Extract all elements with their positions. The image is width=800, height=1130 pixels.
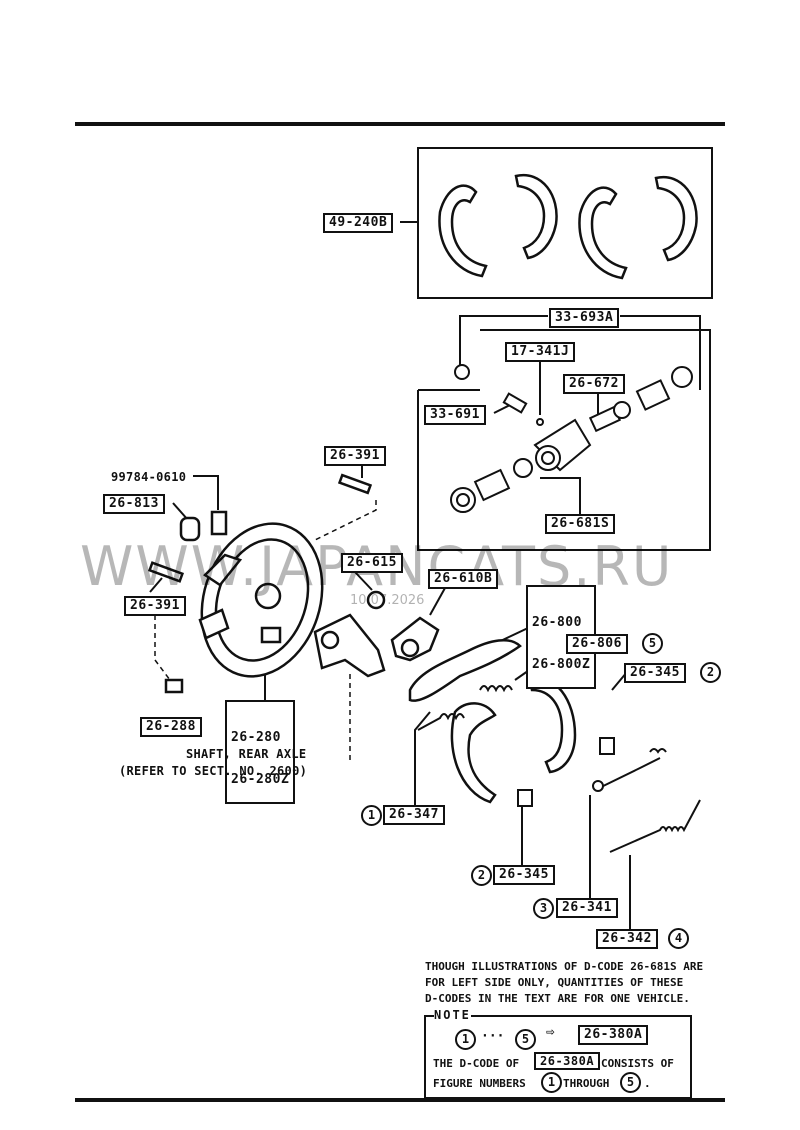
callout-26-345-top[interactable]: 26-345 (624, 663, 686, 683)
label-refer-sect: (REFER TO SECT. NO. 2600) (119, 764, 308, 778)
axle-shaft (313, 613, 386, 678)
note-figure-through: THROUGH (563, 1077, 610, 1090)
cylinder-boot-right (671, 366, 693, 388)
note-consists-a: THE D-CODE OF (433, 1057, 520, 1070)
brake-shoe-kit-frame (417, 147, 713, 299)
bolt-99784 (210, 510, 228, 536)
figure-number-4-342: 4 (668, 928, 689, 949)
callout-26-800-line2: 26-800Z (532, 657, 591, 672)
note-range-from: 1 (455, 1029, 476, 1050)
callout-26-813[interactable]: 26-813 (103, 494, 165, 514)
kit-shoe-3 (578, 186, 628, 280)
note-box (424, 1015, 692, 1099)
note-figure-to: 5 (620, 1072, 641, 1093)
note-figure-a: FIGURE NUMBERS (433, 1077, 526, 1090)
note-range-to: 5 (515, 1029, 536, 1050)
front-shoe (528, 677, 577, 774)
watermark-date: 10.07.2026 (350, 593, 425, 608)
cylinder-piston-left (473, 468, 511, 502)
note-line-3: D-CODES IN THE TEXT ARE FOR ONE VEHICLE. (425, 992, 690, 1005)
label-shaft-rear-axle: SHAFT, REAR AXLE (186, 747, 307, 761)
note-figure-from: 1 (541, 1072, 562, 1093)
spring-26-806 (479, 685, 513, 693)
parking-lever-26-800 (408, 638, 522, 702)
ball (536, 418, 544, 426)
figure-number-5-806: 5 (642, 633, 663, 654)
callout-17-341J[interactable]: 17-341J (505, 342, 576, 362)
callout-26-610B[interactable]: 26-610B (428, 569, 499, 589)
callout-99784-0610[interactable]: 99784-0610 (111, 470, 187, 484)
callout-33-693A[interactable]: 33-693A (549, 308, 620, 328)
callout-49-240B[interactable]: 49-240B (323, 213, 394, 233)
seal-26-813 (179, 516, 201, 542)
spring-26-347 (417, 713, 465, 731)
kit-shoe-2 (514, 173, 558, 260)
figure-number-3-341: 3 (533, 898, 554, 919)
clip-26-345-top (599, 737, 615, 755)
callout-26-341[interactable]: 26-341 (556, 898, 618, 918)
note-line-2: FOR LEFT SIDE ONLY, QUANTITIES OF THESE (425, 976, 684, 989)
bleeder-screw (502, 392, 528, 414)
header-rule (75, 122, 725, 126)
note-arrow: ⇨ (546, 1024, 555, 1040)
callout-26-347[interactable]: 26-347 (383, 805, 445, 825)
plug-26-288 (164, 678, 184, 694)
note-title: NOTE (434, 1008, 471, 1022)
note-set-code[interactable]: 26-380A (578, 1025, 649, 1045)
adjuster-26-341 (594, 757, 661, 791)
callout-26-280-line2: 26-280Z (231, 772, 290, 787)
note-range-dots: ··· (481, 1029, 505, 1044)
grommet-26-615 (366, 590, 386, 610)
figure-number-1-347: 1 (361, 805, 382, 826)
note-line-1: THOUGH ILLUSTRATIONS OF D-CODE 26-681S A… (425, 960, 704, 973)
footer-rule (75, 1098, 725, 1102)
rear-shoe (450, 702, 497, 804)
callout-33-691[interactable]: 33-691 (424, 405, 486, 425)
bleeder-cap (454, 364, 470, 380)
pin-26-391 (337, 473, 373, 495)
callout-26-280-line1: 26-280 (231, 730, 281, 745)
strut-26-342 (609, 799, 701, 853)
callout-26-681S[interactable]: 26-681S (545, 514, 616, 534)
callout-26-391-left[interactable]: 26-391 (124, 596, 186, 616)
callout-26-345-bottom[interactable]: 26-345 (493, 865, 555, 885)
cylinder-piston-right (635, 379, 671, 411)
callout-26-615[interactable]: 26-615 (341, 553, 403, 573)
callout-26-342[interactable]: 26-342 (596, 929, 658, 949)
figure-number-2-345-top: 2 (700, 662, 721, 683)
callout-26-800-line1: 26-800 (532, 615, 582, 630)
callout-26-280[interactable]: 26-280 26-280Z (225, 700, 296, 804)
wheel-cylinder-frame (480, 329, 711, 551)
note-consists-b: CONSISTS OF (601, 1057, 674, 1070)
callout-26-391-top[interactable]: 26-391 (324, 446, 386, 466)
callout-26-288[interactable]: 26-288 (140, 717, 202, 737)
callout-26-672[interactable]: 26-672 (563, 374, 625, 394)
note-consists-code[interactable]: 26-380A (534, 1052, 601, 1070)
kit-shoe-1 (438, 184, 488, 278)
hub-bolt-26-391 (147, 561, 185, 583)
clip-26-345-bottom (517, 789, 533, 807)
kit-shoe-4 (654, 175, 698, 262)
figure-number-2-345-bottom: 2 (471, 865, 492, 886)
note-figure-end: . (644, 1077, 651, 1090)
callout-26-806[interactable]: 26-806 (566, 634, 628, 654)
